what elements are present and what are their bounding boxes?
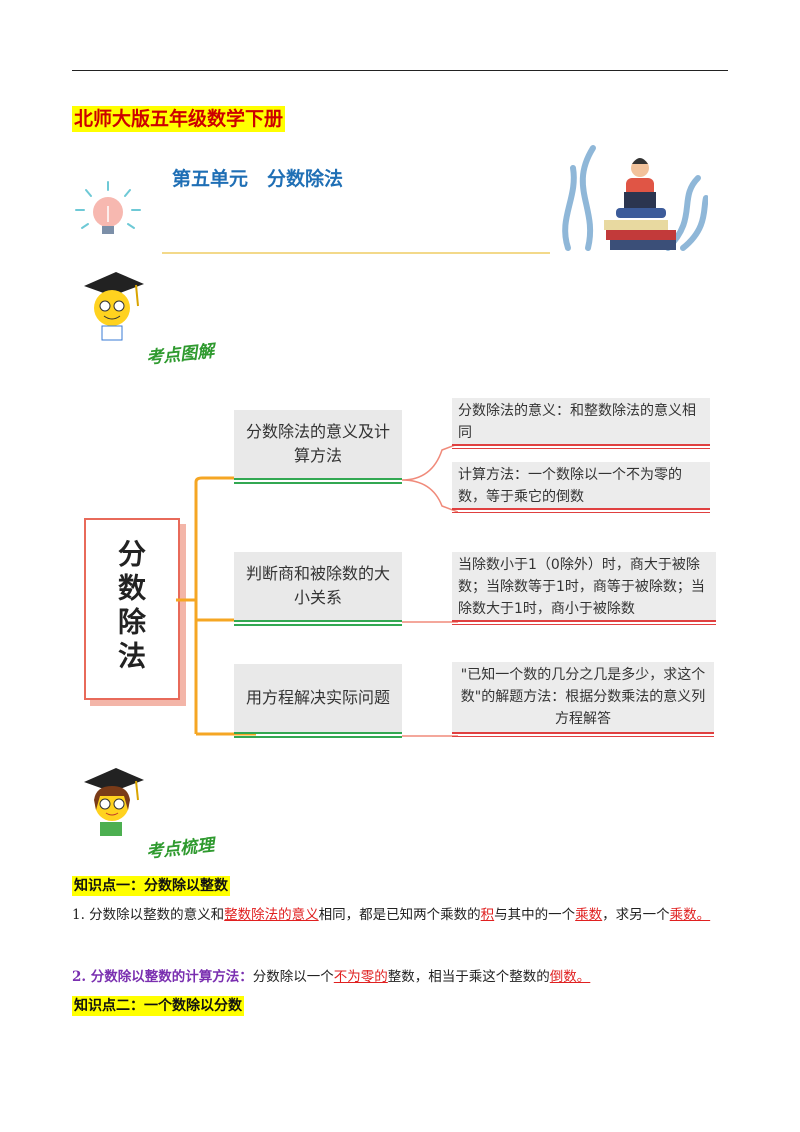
branch-underline-2 (234, 620, 402, 622)
branch-underline-2b (234, 624, 402, 626)
leaf-line-1-1 (452, 444, 710, 446)
branch-underline-1 (234, 478, 402, 480)
leaf-1-1: 分数除法的意义：和整数除法的意义相同 (452, 398, 710, 444)
p1-text-a: 1. 分数除以整数的意义和 (72, 907, 225, 923)
leaf-line-1-2 (452, 508, 710, 510)
leaf-2-1: 当除数小于1（0除外）时，商大于被除数；当除数等于1时，商等于被除数；当除数大于… (452, 552, 716, 620)
section-label-review: 考点梳理 (145, 835, 216, 863)
unit-title: 第五单元 分数除法 (172, 168, 344, 190)
leaf-line-3-1 (452, 732, 714, 734)
book-title: 北师大版五年级数学下册 (72, 106, 286, 132)
mindmap-branch-connector (176, 476, 256, 736)
p1-answer-4: 乘数。 (669, 907, 711, 923)
lightbulb-icon (75, 181, 141, 234)
mindmap-center-text: 分数除法 (114, 539, 147, 675)
p1-answer-3: 乘数 (575, 907, 603, 923)
section-label-map: 考点图解 (145, 341, 216, 369)
header-rule (72, 70, 728, 71)
branch-underline-3 (234, 732, 402, 734)
branch-topic-2: 判断商和被除数的大小关系 (234, 552, 402, 620)
branch-topic-1: 分数除法的意义及计算方法 (234, 410, 402, 478)
p2-label: 2. 分数除以整数的计算方法： (72, 969, 253, 985)
unit-underline (162, 252, 550, 254)
p1-answer-2: 积 (480, 907, 495, 923)
knowledge-point-2-title: 知识点二：一个数除以分数 (72, 996, 244, 1016)
p1-text-e: 与其中的一个 (494, 907, 576, 923)
leaf-1-2: 计算方法：一个数除以一个不为零的数，等于乘它的倒数 (452, 462, 710, 508)
mascot-boy-icon (84, 272, 144, 341)
leaf-line-2-1b (452, 624, 716, 625)
knowledge-paragraph-1: 1. 分数除以整数的意义和整数除法的意义相同，都是已知两个乘数的积与其中的一个乘… (72, 900, 722, 930)
mindmap-leaf-connector (402, 443, 458, 737)
knowledge-point-1-title: 知识点一：分数除以整数 (72, 876, 230, 896)
p2-answer-2: 倒数。 (549, 969, 591, 985)
p2-text-b: 分数除以一个 (252, 969, 334, 985)
leaf-line-1-1b (452, 448, 710, 449)
p1-text-g: ，求另一个 (602, 907, 670, 923)
reading-person-illustration (562, 145, 708, 251)
p2-text-d: 整数，相当于乘这个整数的 (387, 969, 550, 985)
leaf-line-1-2b (452, 512, 710, 513)
p1-text-c: 相同，都是已知两个乘数的 (318, 907, 481, 923)
p1-answer-1: 整数除法的意义 (224, 907, 319, 923)
branch-topic-3: 用方程解决实际问题 (234, 664, 402, 732)
mindmap-center-card (84, 518, 180, 700)
mascot-girl-icon (84, 768, 144, 836)
knowledge-paragraph-2: 2. 分数除以整数的计算方法：分数除以一个不为零的整数，相当于乘这个整数的倒数。 (72, 962, 722, 992)
leaf-3-1: "已知一个数的几分之几是多少，求这个数"的解题方法：根据分数乘法的意义列方程解答 (452, 662, 714, 732)
leaf-line-2-1 (452, 620, 716, 622)
leaf-line-3-1b (452, 736, 714, 737)
branch-underline-1b (234, 482, 402, 484)
branch-underline-3b (234, 736, 402, 738)
p2-answer-1: 不为零的 (333, 969, 388, 985)
